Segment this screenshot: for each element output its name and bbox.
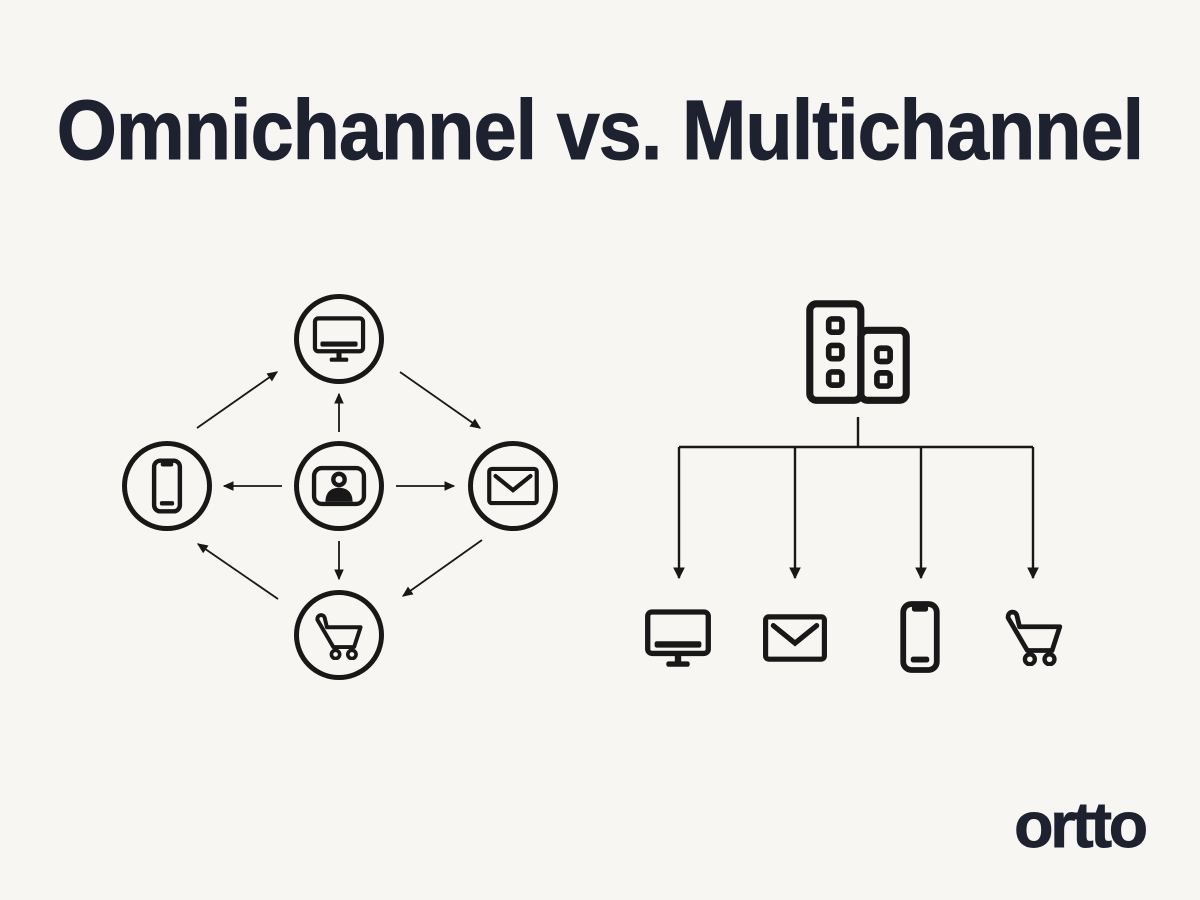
omnichannel-node-cart <box>294 590 384 680</box>
customer-card-icon <box>311 465 367 507</box>
arrow-desktop-to-email <box>399 371 482 429</box>
desktop-icon <box>312 315 366 363</box>
multichannel-node-cart <box>1002 605 1066 667</box>
shopping-cart-icon <box>313 610 365 660</box>
mobile-phone-icon <box>151 457 183 515</box>
business-building-icon <box>806 300 910 406</box>
multichannel-node-mobile <box>897 599 943 675</box>
omnichannel-diagram <box>60 260 620 740</box>
email-icon <box>762 613 828 663</box>
page-title: Omnichannel vs. Multichannel <box>56 83 1144 177</box>
omnichannel-node-mobile <box>122 441 212 531</box>
multichannel-node-desktop <box>643 608 713 668</box>
mobile-phone-icon <box>899 600 941 674</box>
omnichannel-arrows <box>196 371 483 600</box>
omnichannel-node-customer <box>294 441 384 531</box>
arrow-cart-to-mobile <box>196 543 279 600</box>
omnichannel-node-desktop <box>294 294 384 384</box>
multichannel-diagram <box>640 280 1100 700</box>
email-icon <box>486 466 540 506</box>
multichannel-node-email <box>761 612 829 664</box>
multichannel-connectors <box>673 417 1039 580</box>
arrow-mobile-to-desktop <box>196 371 279 429</box>
arrow-email-to-cart <box>401 539 483 597</box>
omnichannel-node-email <box>468 441 558 531</box>
shopping-cart-icon <box>1003 606 1065 666</box>
desktop-icon <box>644 608 712 668</box>
ortto-logo: ortto <box>1014 789 1149 861</box>
